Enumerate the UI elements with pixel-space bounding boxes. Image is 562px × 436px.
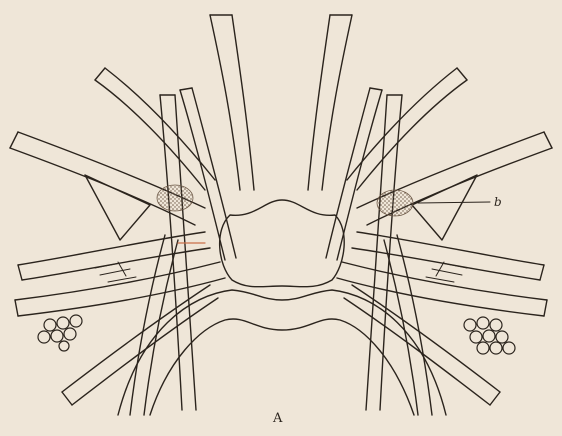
- left-upper-trunk: [210, 15, 254, 190]
- left-folds: [95, 262, 136, 282]
- right-egg-cluster: [464, 317, 515, 354]
- left-ganglion: [157, 185, 193, 211]
- left-web: [85, 175, 150, 240]
- left-egg-cluster: [38, 315, 82, 351]
- lower-arc: [118, 290, 446, 415]
- right-folds: [426, 262, 467, 282]
- left-branches: [10, 68, 236, 415]
- pointer-label-b: b: [494, 195, 502, 209]
- figure-label-a: A: [273, 411, 282, 426]
- lower-arc-inner: [150, 319, 414, 415]
- right-branches: [326, 68, 552, 415]
- right-upper-trunk: [308, 15, 352, 190]
- label-b-pointer: [418, 202, 490, 203]
- central-body: [220, 200, 345, 287]
- right-web: [412, 175, 477, 240]
- right-ganglion: [377, 190, 413, 216]
